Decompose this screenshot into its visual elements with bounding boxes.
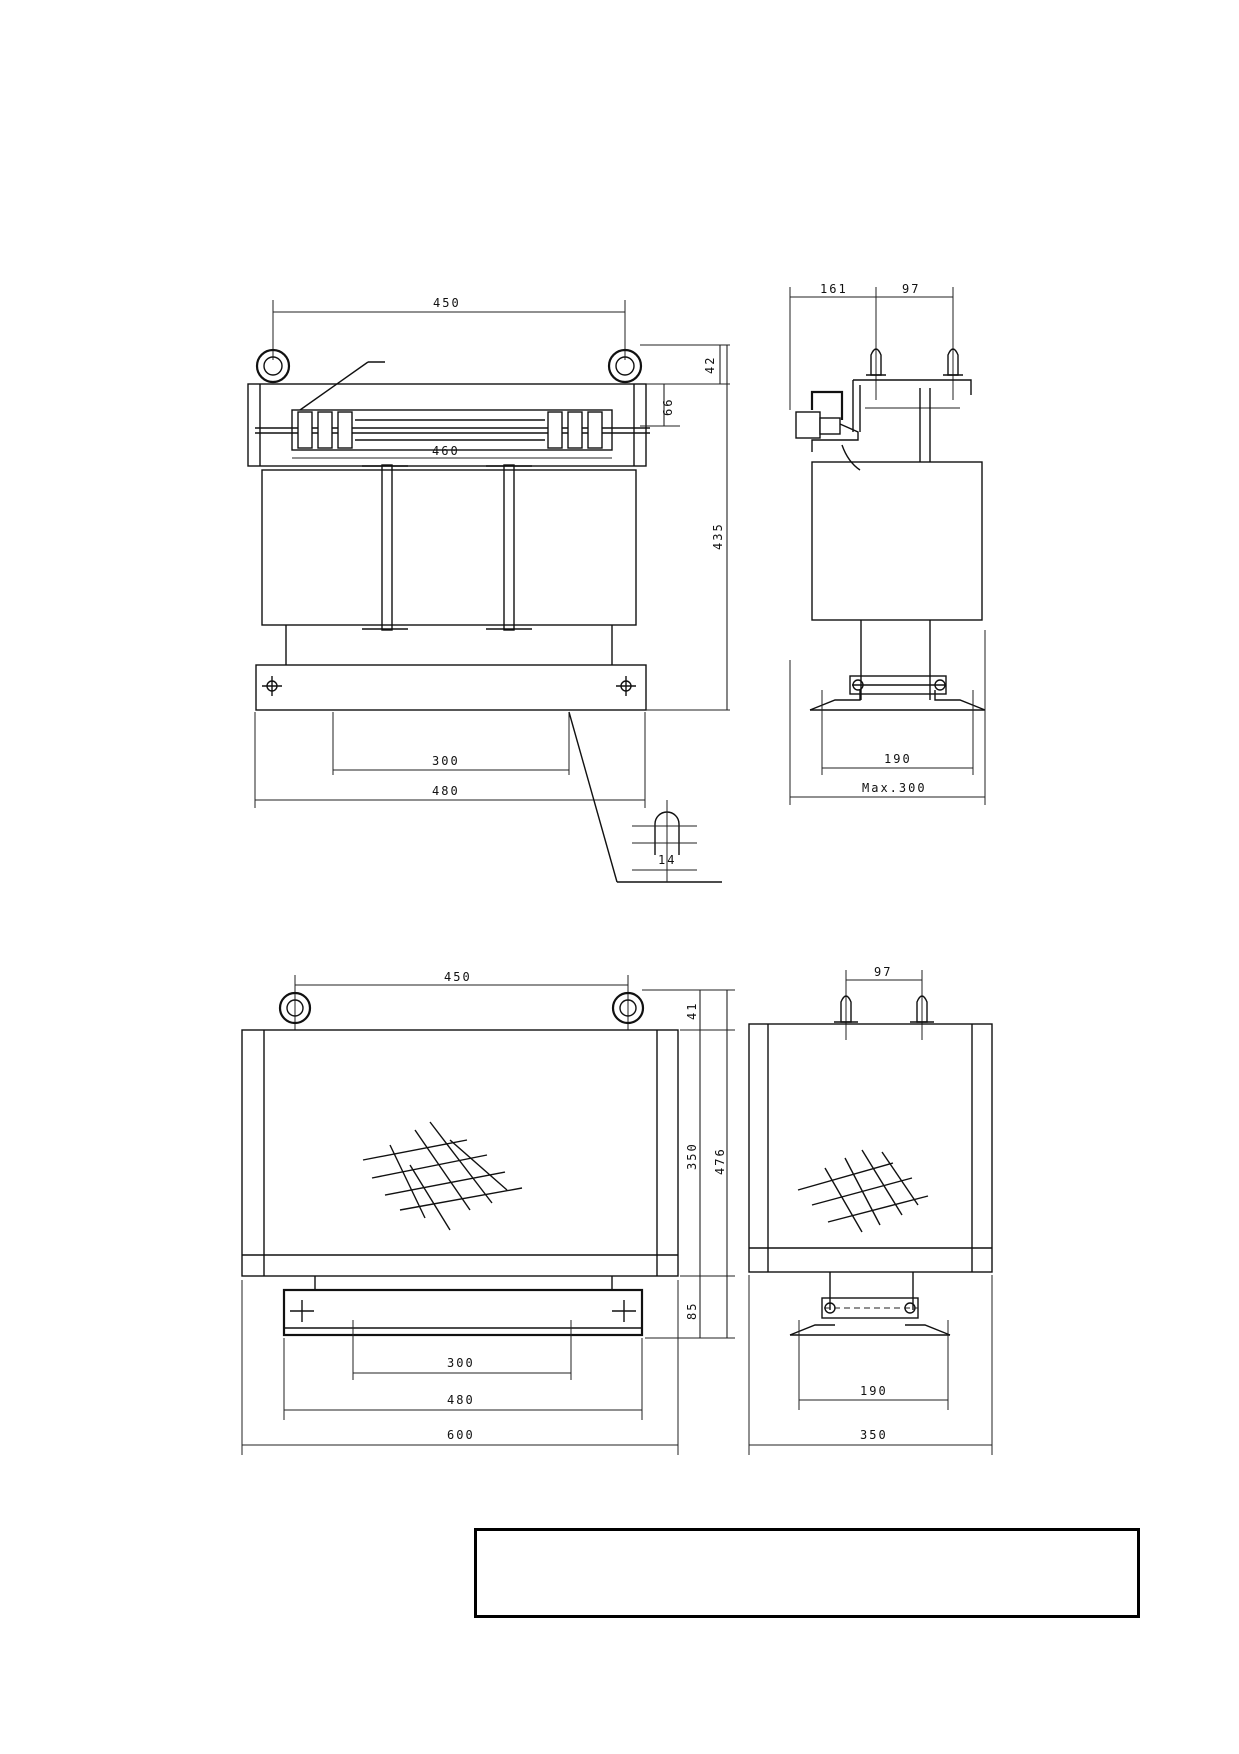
bushing-right-lower <box>910 995 934 1023</box>
lifting-eye-left-lower <box>278 991 312 1025</box>
dim-97-lower: 97 <box>874 965 892 979</box>
ventilation-mesh-side <box>797 1149 929 1233</box>
side-mounting-feet-lower <box>789 1297 951 1336</box>
enclosure-front <box>241 1029 679 1277</box>
slot-detail: 14 <box>568 711 722 883</box>
dim-66: 66 <box>661 398 675 416</box>
lower-base-plate <box>282 1288 644 1337</box>
lower-front-view: 450 <box>241 970 735 1455</box>
dim-350-side: 350 <box>860 1428 888 1442</box>
side-mounting-feet <box>809 675 986 711</box>
dim-300-lower: 300 <box>447 1356 475 1370</box>
dim-42: 42 <box>703 356 717 374</box>
dim-97: 97 <box>902 282 920 296</box>
dim-190-lower: 190 <box>860 1384 888 1398</box>
dim-450: 450 <box>433 296 461 310</box>
lifting-eye-right-lower <box>611 991 645 1025</box>
dim-190: 190 <box>884 752 912 766</box>
dim-476: 476 <box>713 1147 727 1175</box>
base-plate <box>255 664 647 711</box>
terminal-board <box>255 409 650 451</box>
dim-350-body: 350 <box>685 1142 699 1170</box>
lower-side-view: 97 <box>748 965 993 1455</box>
bushing-left <box>866 348 886 376</box>
dim-600: 600 <box>447 1428 475 1442</box>
upper-side-view: 161 97 <box>789 282 986 805</box>
bushing-right <box>943 348 963 376</box>
dim-435: 435 <box>711 522 725 550</box>
core-body <box>261 464 637 631</box>
upper-front-view: 450 <box>247 296 730 883</box>
dim-161: 161 <box>820 282 848 296</box>
dim-14: 14 <box>658 853 676 867</box>
title-block <box>474 1528 1140 1618</box>
bushing-left-lower <box>834 995 858 1023</box>
dim-max300: Max.300 <box>862 781 927 795</box>
lifting-eye-left <box>255 348 291 384</box>
ventilation-mesh-front <box>362 1121 523 1231</box>
dim-460: 460 <box>432 444 460 458</box>
dim-480-lower: 480 <box>447 1393 475 1407</box>
side-core-body <box>811 461 983 621</box>
dim-41: 41 <box>685 1002 699 1020</box>
dim-300: 300 <box>432 754 460 768</box>
lifting-eye-right <box>607 348 643 384</box>
dim-480: 480 <box>432 784 460 798</box>
dim-450-lower: 450 <box>444 970 472 984</box>
enclosure-side <box>748 1023 993 1273</box>
dim-85: 85 <box>685 1302 699 1320</box>
